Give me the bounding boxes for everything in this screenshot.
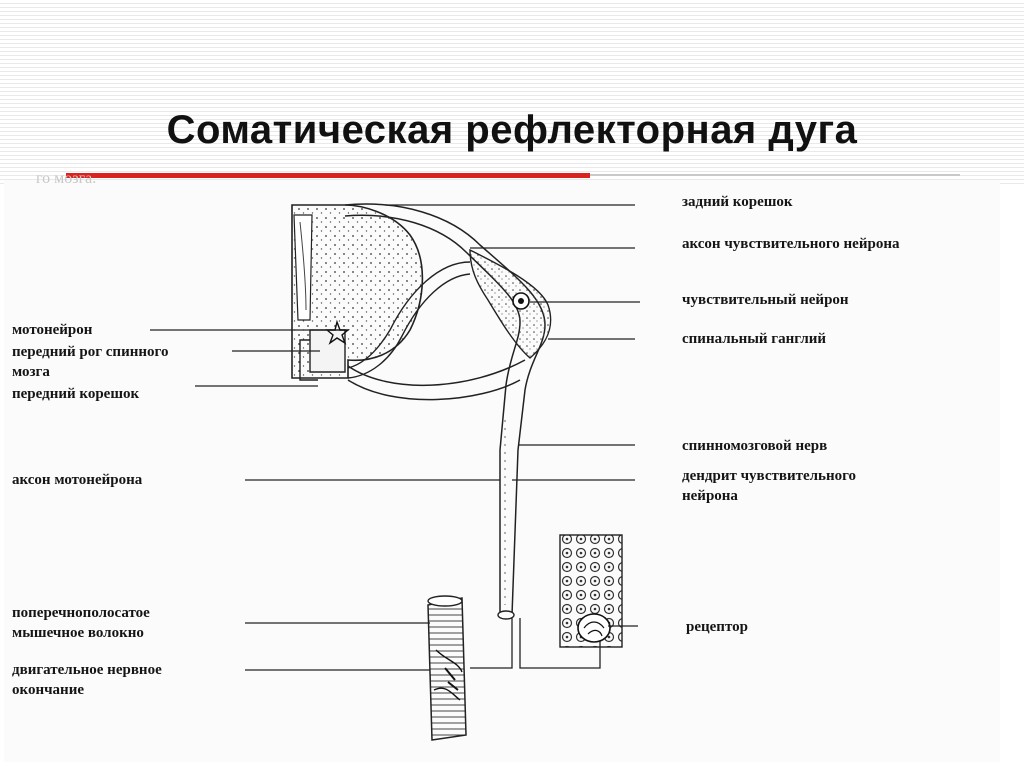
- label-motoneuron-axon: аксон мотонейрона: [12, 472, 143, 488]
- anterior-root-shape: [299, 339, 318, 381]
- title-underline-red: [66, 173, 590, 178]
- muscle-fibre-shape: [427, 595, 467, 741]
- sensory-fibre-line: [519, 618, 601, 669]
- header-stripes: [0, 0, 1024, 185]
- label-sensory-neuron: чувствительный нейрон: [682, 292, 849, 308]
- label-spinal-nerve: спинномозговой нерв: [682, 438, 828, 454]
- label-sensory-dendrite: дендрит чувствительного нейрона: [682, 468, 857, 504]
- label-spinal-ganglion: спинальный ганглий: [682, 331, 827, 347]
- ghost-text-fragment: го мозга.: [36, 170, 97, 187]
- label-motor-ending: двигательное нервное окончание: [12, 662, 162, 698]
- receptor-skin-block: [559, 534, 623, 648]
- slide-title: Соматическая рефлекторная дуга: [166, 108, 858, 152]
- sensory-arc: [344, 203, 552, 620]
- spinal-ganglion-shape: [469, 248, 552, 359]
- label-posterior-root: задний корешок: [682, 194, 793, 210]
- label-motoneuron: мотонейрон: [12, 322, 93, 338]
- label-anterior-horn: передний рог спинного мозга: [12, 344, 169, 380]
- label-receptor: рецептор: [686, 619, 748, 635]
- label-striated-fiber: поперечнополосатое мышечное волокно: [12, 605, 150, 641]
- label-anterior-root: передний корешок: [12, 386, 140, 402]
- right-leader-lines: [385, 204, 640, 627]
- left-leader-lines: [150, 329, 500, 671]
- title-underline-grey: [590, 174, 960, 176]
- motor-fibre-line: [470, 618, 513, 669]
- label-sensory-axon: аксон чувствительного нейрона: [682, 236, 900, 252]
